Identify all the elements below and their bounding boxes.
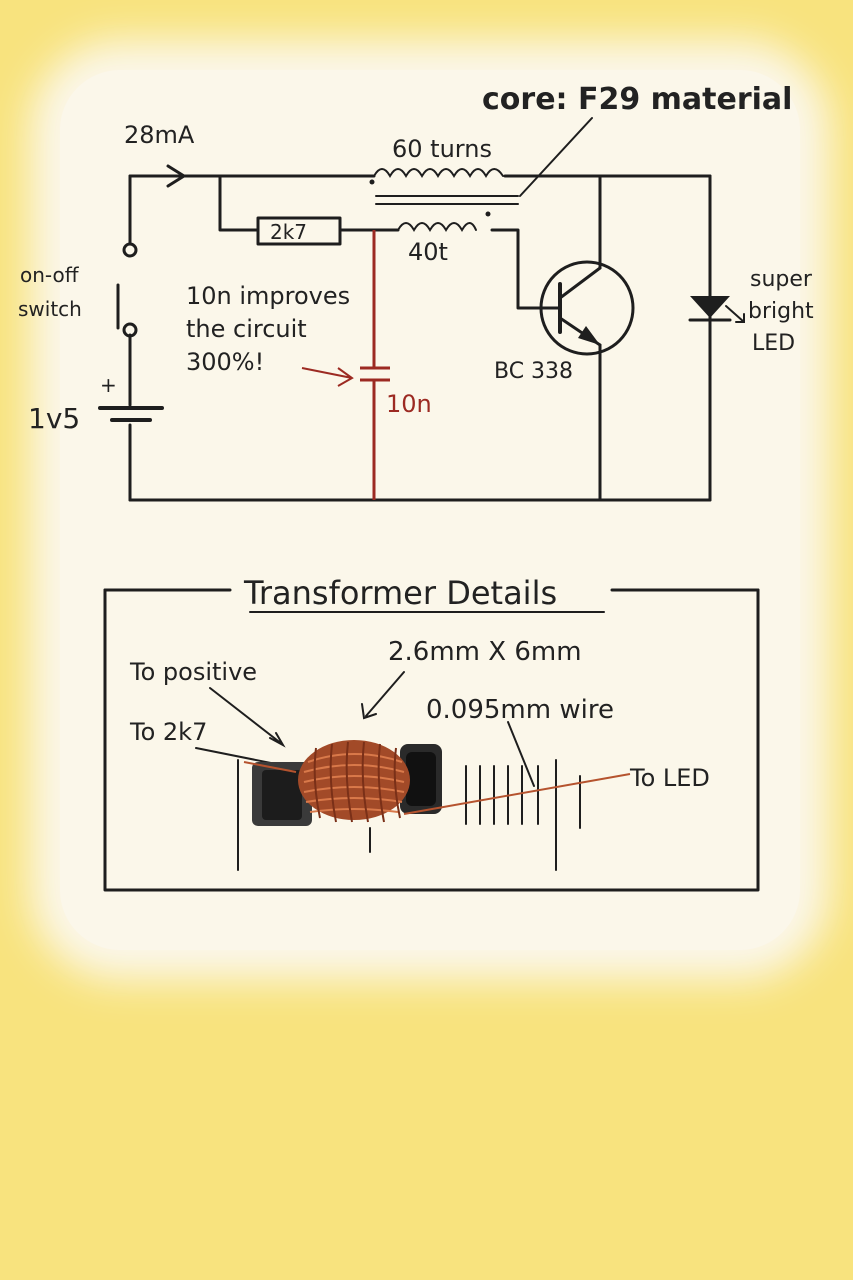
to-positive-label: To positive <box>129 658 257 686</box>
battery-label: 1v5 <box>28 402 80 435</box>
capacitor-icon <box>360 230 390 500</box>
core-label: core: F29 material <box>482 82 792 117</box>
led-label-line2: bright <box>748 299 814 324</box>
led-icon <box>688 296 745 323</box>
note-line2: the circuit <box>186 315 307 343</box>
switch-icon <box>116 242 138 338</box>
battery-plus-label: + <box>100 373 117 397</box>
core-pointer <box>519 117 593 197</box>
details-title: Transformer Details <box>243 574 557 612</box>
transformer-photo-icon <box>243 740 631 826</box>
transistor-label: BC 338 <box>494 359 573 384</box>
to-led-label: To LED <box>629 764 710 792</box>
transistor-icon <box>539 260 635 356</box>
note-arrow-icon <box>301 367 354 387</box>
to-2k7-label: To 2k7 <box>129 718 207 746</box>
resistor-label: 2k7 <box>270 220 307 244</box>
capacitor-label: 10n <box>386 390 432 418</box>
led-label-line1: super <box>750 267 813 292</box>
secondary-turns-label: 40t <box>408 238 448 266</box>
details-panel <box>103 588 760 892</box>
switch-label-line2: switch <box>18 297 82 321</box>
switch-label-line1: on-off <box>20 263 80 287</box>
current-arrow-icon <box>166 164 186 188</box>
size-label: 2.6mm X 6mm <box>388 637 582 667</box>
note-line3: 300%! <box>186 348 264 376</box>
note-line1: 10n improves <box>186 282 350 310</box>
current-label: 28mA <box>124 121 195 149</box>
primary-turns-label: 60 turns <box>392 135 492 163</box>
battery-icon <box>98 406 164 422</box>
resistor-icon <box>256 216 342 246</box>
led-label-line3: LED <box>752 331 795 356</box>
transformer-icon <box>369 168 519 233</box>
wire-label: 0.095mm wire <box>426 695 614 725</box>
